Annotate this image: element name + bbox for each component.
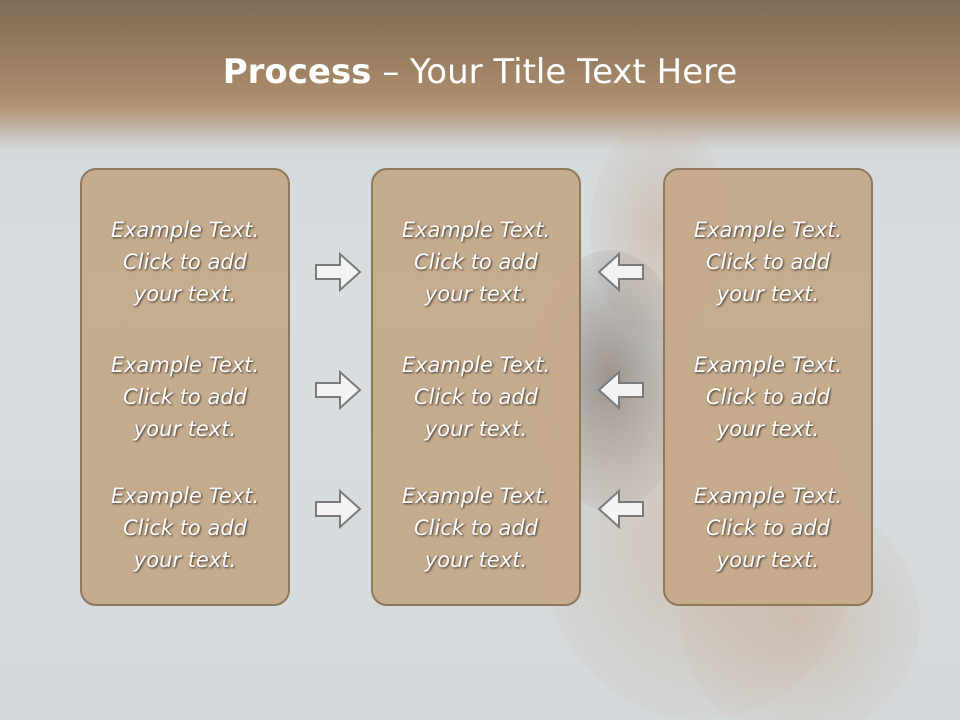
text-block[interactable]: Example Text. Click to add your text. [665, 214, 871, 310]
right-arrow-icon [315, 488, 362, 530]
text-line: your text. [716, 282, 820, 306]
left-arrow-icon [597, 369, 644, 411]
text-line: your text. [133, 417, 237, 441]
process-box-center[interactable]: Example Text. Click to add your text. Ex… [371, 168, 581, 606]
text-line: your text. [424, 282, 528, 306]
process-box-right[interactable]: Example Text. Click to add your text. Ex… [663, 168, 873, 606]
text-line: Example Text. [401, 484, 551, 508]
text-line: your text. [424, 417, 528, 441]
text-line: Example Text. [693, 484, 843, 508]
text-block[interactable]: Example Text. Click to add your text. [665, 480, 871, 576]
text-line: Click to add [122, 516, 247, 540]
text-block[interactable]: Example Text. Click to add your text. [373, 214, 579, 310]
text-block[interactable]: Example Text. Click to add your text. [373, 349, 579, 445]
text-line: Click to add [413, 385, 538, 409]
right-arrow-icon [315, 369, 362, 411]
process-box-left[interactable]: Example Text. Click to add your text. Ex… [80, 168, 290, 606]
text-line: Example Text. [401, 218, 551, 242]
title-bold: Process [222, 52, 372, 92]
text-line: your text. [716, 548, 820, 572]
text-line: Example Text. [110, 353, 260, 377]
text-line: your text. [424, 548, 528, 572]
slide-title[interactable]: Process – Your Title Text Here [0, 52, 960, 92]
text-block[interactable]: Example Text. Click to add your text. [82, 480, 288, 576]
text-block[interactable]: Example Text. Click to add your text. [373, 480, 579, 576]
text-line: Example Text. [693, 353, 843, 377]
text-line: Example Text. [693, 218, 843, 242]
right-arrow-icon [315, 251, 362, 293]
left-arrow-icon [597, 488, 644, 530]
text-block[interactable]: Example Text. Click to add your text. [82, 214, 288, 310]
title-rest: – Your Title Text Here [371, 52, 738, 92]
text-line: Click to add [705, 516, 830, 540]
text-line: Click to add [413, 516, 538, 540]
left-arrow-icon [597, 251, 644, 293]
text-line: Example Text. [110, 484, 260, 508]
text-block[interactable]: Example Text. Click to add your text. [82, 349, 288, 445]
text-line: Click to add [413, 250, 538, 274]
text-line: Click to add [705, 385, 830, 409]
text-line: Example Text. [110, 218, 260, 242]
text-line: Click to add [122, 385, 247, 409]
text-line: your text. [716, 417, 820, 441]
text-block[interactable]: Example Text. Click to add your text. [665, 349, 871, 445]
text-line: your text. [133, 548, 237, 572]
header-band [0, 0, 960, 150]
text-line: Example Text. [401, 353, 551, 377]
text-line: your text. [133, 282, 237, 306]
text-line: Click to add [122, 250, 247, 274]
text-line: Click to add [705, 250, 830, 274]
